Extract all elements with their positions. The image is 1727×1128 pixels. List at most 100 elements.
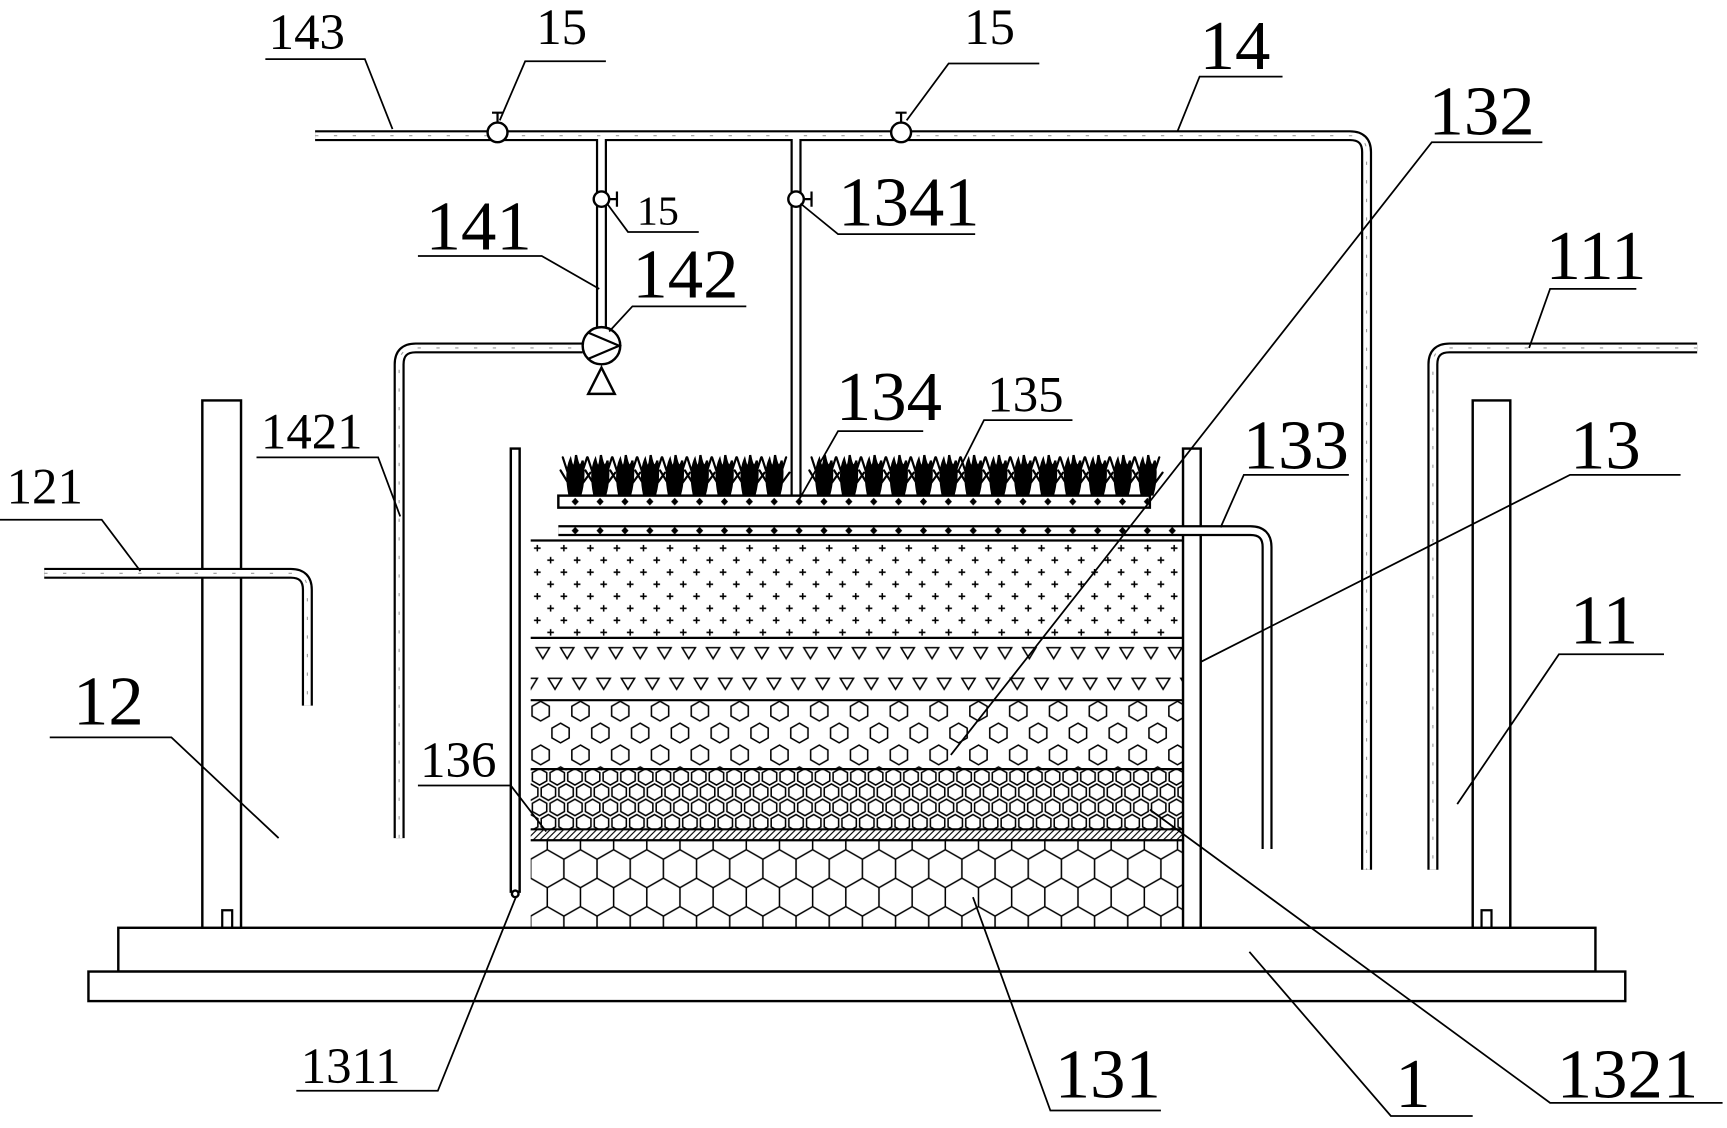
leader-11 (1456, 653, 1664, 805)
plant (1032, 454, 1065, 496)
layer-boundaries (530, 539, 1184, 842)
plant (1131, 454, 1164, 496)
plant (708, 454, 741, 496)
pipe-1421-bore (395, 344, 583, 839)
layer-triangle-media (530, 637, 1184, 701)
leader-142 (608, 305, 747, 333)
valve-15-right (889, 111, 913, 144)
label-142: 142 (632, 236, 738, 314)
pump-142 (581, 325, 622, 396)
leader-1421 (256, 456, 402, 517)
plant (658, 454, 692, 496)
label-141: 141 (426, 188, 532, 266)
tank-12-wall (201, 399, 243, 929)
valve-1341 (787, 190, 813, 208)
label-1311: 1311 (301, 1038, 401, 1094)
label-15-right: 15 (964, 0, 1015, 55)
label-1341: 1341 (838, 164, 979, 242)
leader-135 (956, 419, 1073, 474)
plant (733, 454, 766, 496)
leader-134 (797, 430, 924, 502)
plant (857, 454, 891, 496)
leader-143 (265, 58, 394, 130)
tank-13-left-wall (509, 447, 521, 893)
layer-136-hatched (530, 829, 1184, 841)
plant (882, 454, 915, 496)
reference-numerals: 143 15 15 14 132 15 1341 141 142 111 134… (7, 0, 1699, 1123)
pipe-flow-dashes (44, 135, 1698, 870)
label-13: 13 (1570, 407, 1641, 485)
leader-1341 (799, 202, 976, 236)
pipe-121-dash (44, 572, 308, 706)
plant (758, 454, 791, 496)
plant (1081, 454, 1114, 496)
valve-body-icon (486, 121, 509, 144)
leader-136 (417, 784, 547, 833)
pump-support-icon (586, 364, 617, 396)
label-111: 111 (1546, 217, 1647, 295)
label-131: 131 (1055, 1036, 1161, 1114)
plant (1056, 454, 1090, 496)
plant (907, 454, 940, 496)
label-12: 12 (73, 663, 144, 741)
tank-11-wall-notch (1480, 909, 1493, 928)
plants-135 (559, 454, 1164, 496)
tank-13-right-wall (1181, 447, 1202, 929)
leader-1321 (1149, 808, 1723, 1104)
pipe-133-emitters (562, 524, 1188, 538)
plant (559, 454, 592, 496)
leader-15-left (498, 60, 606, 121)
leader-111 (1528, 287, 1637, 349)
pipe-133-bore (558, 527, 1271, 850)
plant (634, 454, 667, 496)
plant (1106, 454, 1139, 496)
label-136: 136 (420, 732, 496, 788)
plant (1007, 454, 1040, 496)
leader-1 (1248, 951, 1473, 1117)
label-133: 133 (1243, 407, 1349, 485)
pipe-14-dash (315, 135, 1368, 870)
label-15-left: 15 (536, 0, 587, 55)
leader-131 (972, 896, 1161, 1112)
plant (609, 454, 642, 496)
label-1421: 1421 (261, 404, 363, 460)
plant (932, 454, 965, 496)
tank-12-wall-notch (221, 909, 234, 928)
plant (982, 454, 1015, 496)
valve-15-branch (592, 190, 619, 208)
leader-12 (49, 736, 280, 839)
label-134: 134 (836, 358, 942, 436)
valve-stem (609, 191, 619, 207)
leader-14 (1176, 75, 1283, 132)
plant (584, 454, 617, 496)
layer-131-media (530, 840, 1184, 928)
plant (957, 454, 990, 496)
layer-plus-media (530, 540, 1184, 638)
planting-bed-emitters (562, 495, 1149, 508)
label-1: 1 (1395, 1046, 1430, 1124)
tank-11-wall (1471, 399, 1512, 929)
valve-stem (895, 111, 907, 123)
layer-1321-media (530, 769, 1184, 830)
leader-15-branch (606, 202, 699, 233)
label-11: 11 (1570, 582, 1638, 660)
label-135: 135 (987, 367, 1063, 423)
leader-141 (417, 255, 600, 290)
label-15-branch: 15 (637, 188, 679, 234)
label-14: 14 (1200, 7, 1271, 85)
label-132: 132 (1428, 73, 1534, 151)
pump-direction-mark (587, 331, 622, 360)
label-121: 121 (7, 459, 83, 515)
leader-121 (0, 518, 142, 572)
plant (833, 454, 866, 496)
valve-stem (803, 191, 813, 207)
label-1321: 1321 (1557, 1036, 1698, 1114)
valve-stem (492, 111, 504, 123)
valve-body-icon (889, 121, 913, 144)
layer-132-media (530, 700, 1184, 770)
leader-13 (1200, 473, 1681, 663)
base-upper-slab (117, 926, 1597, 973)
pipe-111-bore (1429, 344, 1698, 870)
leader-132 (950, 141, 1543, 756)
